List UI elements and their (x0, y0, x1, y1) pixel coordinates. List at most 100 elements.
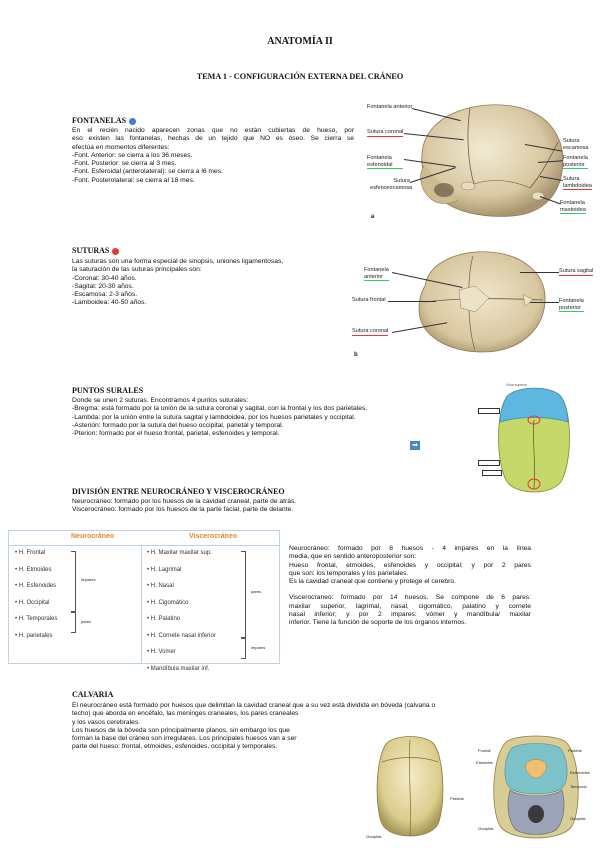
text-line: -Bregma: está formado por la unión de la… (72, 405, 368, 413)
label-vomer: Occipital (478, 826, 494, 831)
list-item: • H. Cigomático (147, 599, 189, 606)
list-item: • H. Cornete nasal inferior (147, 632, 216, 639)
label-parietal-r: Parietal (568, 748, 582, 753)
leader-line (388, 301, 436, 302)
list-item: • H. Temporales (15, 616, 58, 622)
label-box (478, 460, 500, 466)
text-line: -Font. Posterior: se cierra al 3 mes. (72, 160, 177, 168)
cranial-base-illustration (493, 735, 579, 839)
label-etmoides: Etmoides (476, 760, 493, 765)
text-line: Es la cavidad craneal que contiene y pro… (289, 578, 456, 586)
cranial-base-figure: Frontal Etmoides Parietal Esfenoides Tem… (476, 734, 596, 842)
text-line: Neurocráneo: formado por 8 huesos - 4 im… (289, 545, 531, 552)
label-box (478, 408, 500, 414)
label-occipital: Occipital (570, 816, 586, 821)
list-item: • H. Etmoides (15, 566, 52, 573)
list-item: • H. Palatino (147, 616, 181, 622)
section-title-fontanelas: FONTANELAS (72, 116, 137, 125)
neuro-list: • H. Frontal • H. Etmoides • H. Esfenoid… (15, 545, 75, 644)
leader-line (520, 272, 559, 273)
list-item: • H. Lagrimal (147, 566, 182, 573)
bracket (71, 611, 76, 633)
division-text: Neurocráneo: formado por los huesos de l… (72, 498, 372, 515)
list-item: • H. Nasal (147, 583, 174, 589)
label-sutura-coronal: Sutura coronal (367, 129, 404, 137)
label-inion: Occipital (366, 834, 382, 839)
text-line: -Lambda: por la unión entre la sutura sa… (72, 413, 356, 421)
text-line: -Coronal: 30-40 años. (72, 274, 137, 282)
label-esfenoides: Esfenoides (570, 770, 590, 775)
figure-caption: Vista superior (506, 383, 528, 387)
label-box (482, 470, 502, 476)
text-line: y los vasos cerebrales. (72, 718, 141, 726)
section-title-puntos: PUNTOS SURALES (72, 386, 144, 395)
figure-letter-b: b (354, 352, 358, 358)
text-line: En el recién nacido aparecen zonas que n… (72, 127, 354, 134)
skull-superior-illustration (418, 251, 546, 353)
table-divider (141, 545, 142, 663)
text-line: Hueso frontal, etmoides, esfenoides y oc… (289, 561, 531, 569)
text-line: -Escamosa: 2-3 años. (72, 291, 138, 299)
label-sutura-sagital: Sutura sagital (559, 268, 594, 276)
division-side-text: Neurocráneo: formado por 8 huesos - 4 im… (289, 545, 531, 628)
label-sutura-coronal-b: Sutura coronal (352, 328, 389, 336)
list-item: • H. Maxilar maxilar sup. (147, 550, 212, 556)
bracket (71, 551, 76, 613)
course-title: ANATOMÍA II (267, 36, 333, 47)
text-line: Los huesos de la bóveda son principalmen… (72, 726, 290, 734)
note-pares-v: pares (251, 589, 262, 594)
calvaria-cap-illustration (376, 736, 444, 837)
text-line: la saturación de las suturas principales… (72, 266, 202, 274)
text-line: -Font. Posterolateral: se cierra al 18 m… (72, 176, 195, 184)
text-line: Viscerocraneo: formado por 14 huesos. Se… (289, 594, 531, 602)
text-line: maxilar superior, lagrimal, nasal, cigom… (289, 602, 531, 610)
section-title-calvaria: CALVARIA (72, 690, 114, 699)
list-item: • H. Occipital (15, 599, 50, 606)
text-line: -Pterion: formado por el hueso frontal, … (72, 430, 280, 438)
text-line (289, 586, 531, 594)
skull-colored-figure: Vista superior (476, 380, 591, 498)
text-line: -Font. Esferoidal (anterolateral): se ci… (72, 168, 223, 176)
text-line: techo) que aborda en encéfalo, las menin… (72, 710, 299, 718)
list-item: • H. Vomer (147, 649, 176, 655)
text-line: -Font. Anterior: se cierra a los 36 mese… (72, 151, 193, 159)
text-line: -Sagital: 20-30 años. (72, 282, 134, 290)
text-line: El neurocráneo está formado por huesos q… (72, 702, 436, 709)
suturas-text: Las suturas son una forma especial de si… (72, 258, 342, 308)
text-line: Viscerocráneo: formado por los huesos de… (72, 506, 294, 514)
label-temporal: Temporal (570, 784, 587, 789)
skull-superior-figure (405, 246, 555, 358)
text-line: Donde se unen 2 suturas. Encontramos 4 p… (72, 397, 249, 404)
calvaria-cap-figure: Parietal Occipital (364, 734, 464, 842)
list-item: • Mandíbula maxilar inf. (147, 665, 210, 672)
bones-table: Neurocráneo Viscerocráneo • H. Frontal •… (8, 530, 280, 672)
text-line: parte del hueso: frontal, etmoides, esfe… (72, 743, 278, 751)
blue-dot-icon (129, 117, 137, 125)
label-frontal: Frontal (478, 748, 491, 753)
puntos-text: Donde se unen 2 suturas. Encontramos 4 p… (72, 397, 452, 438)
text-line: Neurocráneo: formado por los huesos de l… (72, 498, 297, 505)
arrow-icon: ➡ (410, 441, 420, 450)
skull-colored-illustration (498, 387, 570, 493)
bracket (241, 637, 246, 659)
text-line: media, que en sentido anteroposterior so… (289, 553, 417, 561)
list-item: • H. Esfenoides (15, 583, 57, 589)
red-dot-icon (112, 247, 120, 255)
calvaria-text: El neurocráneo está formado por huesos q… (72, 702, 532, 752)
text-line: eso existen las fontanelas, hechas de un… (72, 135, 354, 143)
text-line: Las suturas son una forma especial de si… (72, 258, 284, 265)
text-line: -Asterión: formado por la sutura del hue… (72, 421, 284, 429)
text-line: forman la base del cráneo son irregulare… (72, 735, 297, 743)
table-header: Neurocráneo Viscerocráneo (9, 531, 279, 546)
viscero-list: • H. Maxilar maxilar sup. • H. Lagrimal … (147, 545, 241, 677)
text-line: nasal inferior; y por 2 impares: vómer y… (289, 611, 531, 619)
text-line: -Lamboidea: 40-50 años. (72, 299, 147, 307)
label-sutura-frontal: Sutura frontal (352, 297, 386, 303)
